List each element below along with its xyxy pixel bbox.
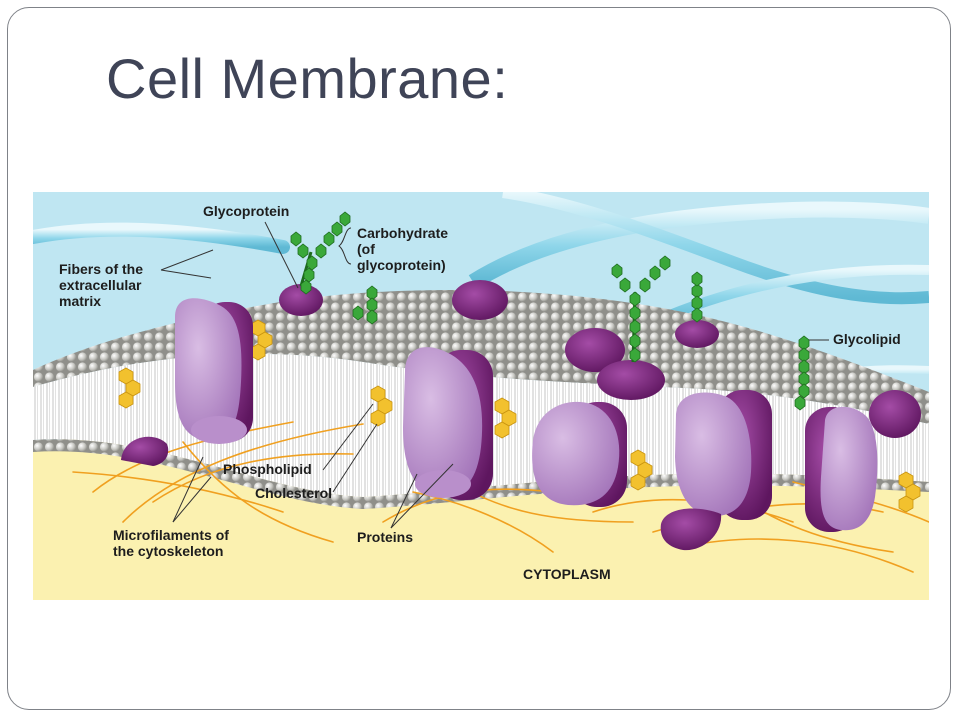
- glycolipid-carbohydrate: [794, 335, 810, 411]
- diagram-svg: Glycoprotein Carbohydrate (of glycoprote…: [33, 192, 929, 600]
- protein-4: [675, 390, 772, 520]
- protein-5: [805, 406, 878, 532]
- label-glycolipid: Glycolipid: [833, 331, 901, 347]
- glycoprotein-carbohydrate: [290, 211, 351, 295]
- leader-lines: [160, 221, 829, 529]
- proteins: [121, 298, 878, 551]
- peripheral-proteins: [279, 280, 921, 438]
- label-cholesterol: Cholesterol: [255, 485, 332, 501]
- protein-1: [175, 298, 253, 444]
- label-carbohydrate-3: glycoprotein): [357, 257, 446, 273]
- carbohydrate-chain-4: [691, 271, 703, 323]
- label-cytoplasm: CYTOPLASM: [523, 566, 611, 582]
- label-phospholipid: Phospholipid: [223, 461, 312, 477]
- slide-title: Cell Membrane:: [106, 47, 509, 110]
- label-carbohydrate-2: (of: [357, 241, 375, 257]
- carbohydrate-chain-3: [611, 255, 671, 363]
- label-fibers-2: extracellular: [59, 277, 142, 293]
- protein-3: [532, 401, 627, 507]
- cell-membrane-diagram: Glycoprotein Carbohydrate (of glycoprote…: [33, 192, 929, 600]
- carbohydrate-chains: [290, 211, 810, 411]
- cholesterol-molecules: [118, 319, 921, 513]
- protein-2: [403, 347, 493, 500]
- label-microfilaments-1: Microfilaments of: [113, 527, 229, 543]
- carbohydrate-chain-2: [352, 285, 378, 325]
- label-carbohydrate-1: Carbohydrate: [357, 225, 448, 241]
- label-microfilaments-2: the cytoskeleton: [113, 543, 223, 559]
- label-proteins: Proteins: [357, 529, 413, 545]
- label-fibers-1: Fibers of the: [59, 261, 143, 277]
- label-glycoprotein: Glycoprotein: [203, 203, 289, 219]
- label-fibers-3: matrix: [59, 293, 101, 309]
